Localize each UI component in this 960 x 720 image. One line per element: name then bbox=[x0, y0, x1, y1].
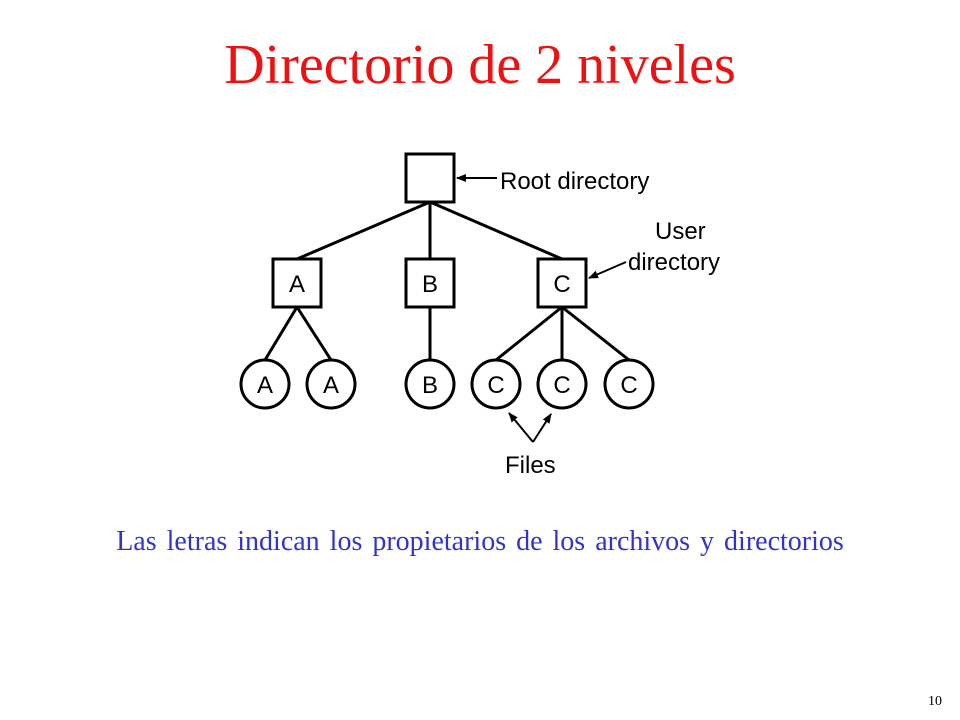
files-arrow-right bbox=[532, 413, 552, 443]
file-label: C bbox=[487, 372, 504, 399]
user-directory-label: B bbox=[422, 271, 438, 298]
file-label: B bbox=[422, 372, 438, 399]
user-directory-arrow bbox=[588, 261, 627, 279]
root-to-user-directory-edge bbox=[296, 200, 431, 261]
slide-title: Directorio de 2 niveles bbox=[224, 34, 736, 96]
files-label: Files bbox=[505, 452, 556, 479]
user-directory-label-line1: User bbox=[655, 218, 706, 245]
file-label: A bbox=[323, 372, 339, 399]
root-directory-label: Root directory bbox=[500, 168, 649, 195]
user-directory-to-file-edge bbox=[263, 306, 299, 361]
user-directory-label-line2: directory bbox=[628, 249, 720, 276]
file-label: C bbox=[620, 372, 637, 399]
user-directory-label: A bbox=[289, 271, 305, 298]
user-directory-box bbox=[404, 257, 456, 309]
user-directory-box bbox=[271, 257, 323, 309]
file-node bbox=[536, 358, 588, 410]
file-label: C bbox=[553, 372, 570, 399]
root-directory-box bbox=[404, 152, 456, 204]
user-directory-to-file-edge bbox=[561, 305, 630, 362]
user-directory-label: C bbox=[553, 271, 570, 298]
user-directory-to-file-edge bbox=[495, 305, 563, 362]
file-node bbox=[470, 358, 522, 410]
file-label: A bbox=[257, 372, 273, 399]
slide-caption: Las letras indican los propietarios de l… bbox=[116, 526, 844, 557]
page-number: 10 bbox=[928, 694, 942, 709]
user-directory-to-file-edge bbox=[295, 306, 333, 361]
file-node bbox=[603, 358, 655, 410]
root-to-user-directory-edge bbox=[429, 200, 563, 261]
files-arrow-left bbox=[508, 412, 534, 443]
file-node bbox=[239, 358, 291, 410]
user-directory-box bbox=[536, 257, 588, 309]
file-node bbox=[404, 358, 456, 410]
file-node bbox=[305, 358, 357, 410]
